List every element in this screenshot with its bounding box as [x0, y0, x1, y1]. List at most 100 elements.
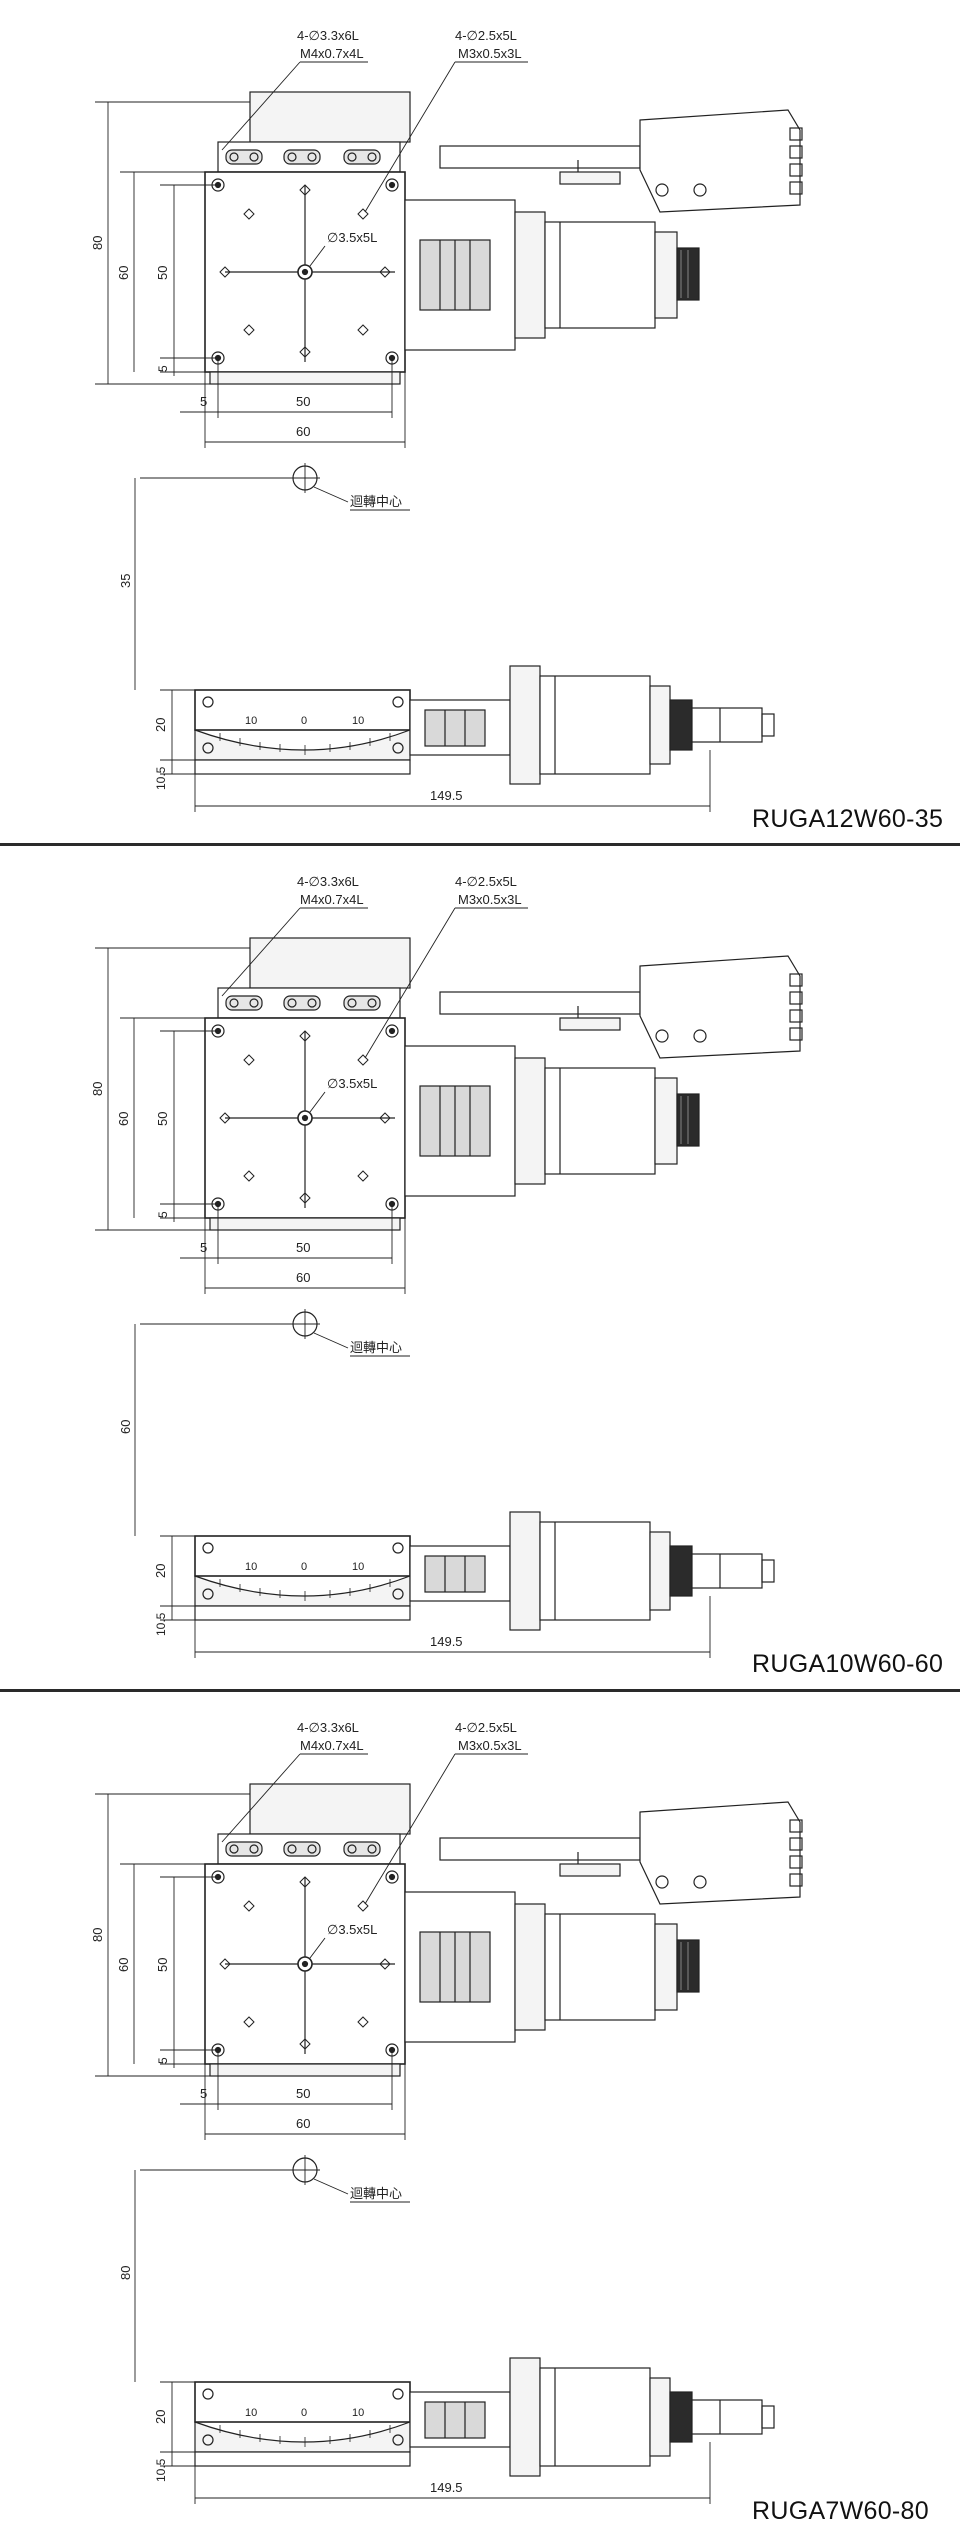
horizontal-dimensions [180, 358, 406, 448]
scale-label-zero: 0 [301, 1561, 307, 1573]
side-dimensions [160, 2381, 711, 2504]
motor-flange [514, 1903, 546, 2031]
dim-5-vertical: 5 [156, 1211, 170, 1218]
callout-right-1: 4-∅2.5x5L [455, 28, 517, 43]
side-stage-arc [194, 1575, 411, 1607]
side-base [194, 759, 411, 775]
side-connector [691, 2399, 763, 2435]
connector-box [639, 109, 801, 213]
top-bracket [249, 1783, 411, 1835]
dim-10-5: 10.5 [154, 766, 168, 790]
side-motor-flange [509, 2357, 541, 2477]
model-number: RUGA7W60-80 [752, 2497, 929, 2525]
stage-base-lip [209, 1217, 401, 1231]
dim-149-5: 149.5 [430, 1634, 463, 1649]
scale-label-zero: 0 [301, 715, 307, 727]
dim-10-5: 10.5 [154, 1612, 168, 1636]
side-base [194, 2451, 411, 2467]
callout-left-1: 4-∅3.3x6L [297, 28, 359, 43]
technical-drawing: 4-∅3.3x6L M4x0.7x4L 4-∅2.5x5L M3x0.5x3L … [90, 28, 803, 812]
cable-arm [439, 991, 641, 1015]
dim-50-vertical: 50 [155, 1958, 170, 1972]
scale-label-left: 10 [245, 2407, 257, 2419]
small-holes [219, 184, 391, 358]
horizontal-dimensions [180, 2050, 406, 2140]
motor-body [544, 1067, 656, 1175]
scale-label-left: 10 [245, 1561, 257, 1573]
dim-60-horizontal: 60 [296, 1270, 310, 1285]
panel-divider [0, 843, 960, 846]
dim-50-vertical: 50 [155, 266, 170, 280]
dim-149-5: 149.5 [430, 2480, 463, 2495]
side-motor-flange [509, 1511, 541, 1631]
stage-base-lip [209, 371, 401, 385]
dim-80: 80 [90, 1928, 105, 1942]
dim-50-horizontal: 50 [296, 2086, 310, 2101]
side-motor-body [539, 2367, 651, 2467]
vertical-dimensions [95, 1793, 250, 2077]
callout-left-2: M4x0.7x4L [300, 892, 364, 907]
dim-80: 80 [90, 236, 105, 250]
side-base [194, 1605, 411, 1621]
rotation-center-label: 迴轉中心 [350, 1340, 402, 1355]
callout-right-2: M3x0.5x3L [458, 1738, 522, 1753]
cable-arm [439, 1837, 641, 1861]
callout-left-2: M4x0.7x4L [300, 46, 364, 61]
dim-5-horizontal: 5 [200, 2086, 207, 2101]
dim-50-horizontal: 50 [296, 1240, 310, 1255]
dim-10-5: 10.5 [154, 2458, 168, 2482]
rail-slots [225, 995, 381, 1011]
scale-ticks [219, 1579, 391, 1601]
callout-left-1: 4-∅3.3x6L [297, 1720, 359, 1735]
side-motor-body [539, 1521, 651, 1621]
center-hole-label: ∅3.5x5L [327, 1922, 377, 1937]
side-connector [691, 707, 763, 743]
rotation-center-label: 迴轉中心 [350, 494, 402, 509]
drawing-panel: 4-∅3.3x6L M4x0.7x4L 4-∅2.5x5L M3x0.5x3L … [0, 0, 960, 837]
side-knob [669, 2391, 693, 2443]
technical-drawing: 4-∅3.3x6L M4x0.7x4L 4-∅2.5x5L M3x0.5x3L … [90, 874, 803, 1658]
connector-pins [789, 973, 803, 1041]
stage-base-lip [209, 2063, 401, 2077]
top-bracket [249, 91, 411, 143]
dim-60-vertical: 60 [116, 1958, 131, 1972]
horizontal-dimensions [180, 1204, 406, 1294]
rotation-height: 60 [118, 1420, 133, 1434]
motor-body [544, 221, 656, 329]
side-motor-body [539, 675, 651, 775]
dim-5-vertical: 5 [156, 365, 170, 372]
side-dimensions [160, 689, 711, 812]
side-dimensions [160, 1535, 711, 1658]
rail-slots [225, 149, 381, 165]
rotation-height: 35 [118, 574, 133, 588]
dim-5-horizontal: 5 [200, 1240, 207, 1255]
motor-endcap [654, 1077, 678, 1165]
motor-endcap [654, 1923, 678, 2011]
dim-20: 20 [153, 718, 168, 732]
side-knob [669, 1545, 693, 1597]
cable-arm [439, 145, 641, 169]
dim-50-horizontal: 50 [296, 394, 310, 409]
callout-right-2: M3x0.5x3L [458, 892, 522, 907]
scale-label-zero: 0 [301, 2407, 307, 2419]
side-stage-top [194, 2381, 411, 2423]
vertical-dimensions [95, 947, 250, 1231]
center-hole-label: ∅3.5x5L [327, 230, 377, 245]
scale-label-right: 10 [352, 1561, 364, 1573]
technical-drawing: 4-∅3.3x6L M4x0.7x4L 4-∅2.5x5L M3x0.5x3L … [90, 1720, 803, 2504]
top-bracket [249, 937, 411, 989]
drawing-panel: 4-∅3.3x6L M4x0.7x4L 4-∅2.5x5L M3x0.5x3L … [0, 846, 960, 1683]
dim-5-vertical: 5 [156, 2057, 170, 2064]
connector-box [639, 1801, 801, 1905]
scale-label-left: 10 [245, 715, 257, 727]
side-stage-arc [194, 2421, 411, 2453]
connector-pins [789, 1819, 803, 1887]
side-stage-top [194, 1535, 411, 1577]
drawing-panel: 4-∅3.3x6L M4x0.7x4L 4-∅2.5x5L M3x0.5x3L … [0, 1692, 960, 2529]
model-number: RUGA10W60-60 [752, 1650, 944, 1678]
dim-60-vertical: 60 [116, 1112, 131, 1126]
side-connector [691, 1553, 763, 1589]
motor-flange [514, 211, 546, 339]
callout-left-1: 4-∅3.3x6L [297, 874, 359, 889]
scale-label-right: 10 [352, 715, 364, 727]
